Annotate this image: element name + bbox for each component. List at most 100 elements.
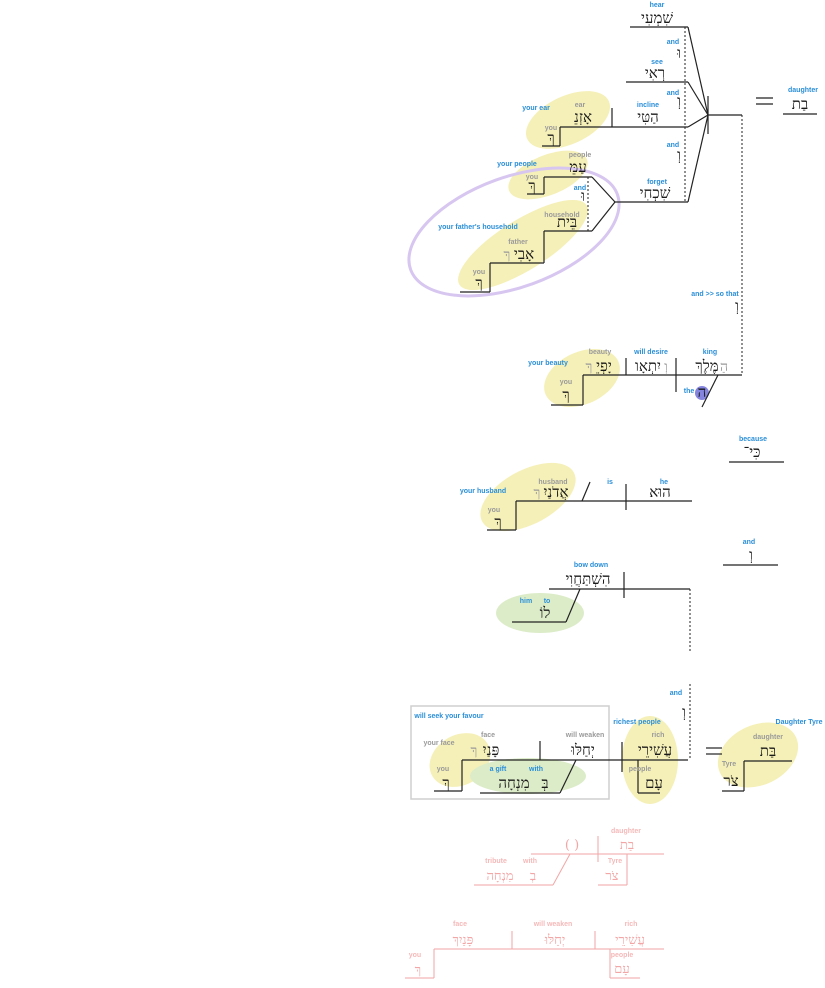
gloss-face: face [481, 732, 495, 739]
gloss-he: he [660, 479, 668, 486]
clause3-text: because כִּי־ he הוּא is husband אֲדֹנַי… [460, 436, 767, 531]
highlight-your-husband [480, 462, 576, 532]
faded1-gloss-tyre: Tyre [608, 858, 622, 865]
gloss-see: see [651, 59, 663, 66]
gloss-your-face: your face [423, 740, 454, 747]
faded1-gloss-with: with [522, 858, 537, 865]
faded1-gloss-tribute: tribute [485, 858, 507, 865]
gloss-with: with [528, 766, 543, 773]
faded1-text: ( ) daughter בַת Tyre צֹר tribute מִנְחָ… [485, 828, 641, 884]
word-and-5: וְ [749, 546, 753, 564]
clause1-text: hear שִׁמְעִי and וּ see רְאִי and וְ in… [522, 2, 818, 202]
word-and-3: וְ [677, 146, 681, 164]
clause2-text: and >> so that וְ king מֶּלֶךְ הַ the ה … [528, 291, 739, 404]
objects-lines [460, 176, 620, 293]
gloss-and-5: and [743, 539, 755, 546]
word-the: ה [698, 383, 707, 401]
faded2-text: face פָּנַיִךְ will weaken יְחַלּוּ rich… [409, 921, 645, 978]
word-to-him: לוֹ [540, 604, 551, 622]
word-incline: הַטִּי [637, 108, 659, 126]
gloss-will-desire: will desire [633, 349, 668, 356]
word-household: בֵּית [557, 213, 577, 231]
word-and-so-that: וְ [735, 297, 739, 315]
gloss-the: the [684, 388, 695, 395]
faded1-word-daughter: בַת [620, 838, 634, 853]
gloss-daughter-tyre: Daughter Tyre [776, 719, 823, 726]
gloss-and-1: and [667, 39, 679, 46]
word-and-6: וְ [682, 703, 686, 721]
gloss-daughter: daughter [788, 87, 818, 94]
gloss-you-1: you [545, 125, 557, 132]
clause1-lines [542, 26, 817, 375]
gloss-will-weaken: will weaken [565, 732, 605, 739]
word-father: אָבִי [514, 245, 534, 263]
word-tyre: צֹר [723, 772, 738, 790]
highlight-to-him [496, 593, 584, 633]
faded2-word-face: פָּנַיִךְ [453, 933, 474, 948]
word-with: בְּ [541, 774, 548, 792]
clause2-lines [551, 358, 742, 408]
gloss-hear: hear [650, 2, 665, 9]
word-ear: אָזְנֵ [574, 108, 592, 126]
highlight-daughter-tyre [717, 722, 799, 788]
gloss-household: household [544, 212, 579, 219]
clause5-text: and וְ will seek your favour will weaken… [413, 690, 822, 792]
faded-diagram-1 [474, 836, 664, 886]
gloss-king: king [703, 349, 717, 356]
gloss-and-4: and [574, 185, 586, 192]
word-hear: שִׁמְעִי [641, 9, 673, 27]
gloss-and-6: and [670, 690, 682, 697]
faded1-gloss-daughter: daughter [611, 828, 641, 835]
gloss-bow-down: bow down [574, 562, 608, 569]
gloss-richest-people: richest people [613, 719, 661, 726]
faded-diagram-2 [405, 931, 664, 979]
word-you-1: ךְ [547, 129, 554, 147]
word-father-suffix: ךְ [504, 247, 511, 263]
word-you-2: ךְ [528, 177, 535, 195]
faded2-gloss-people: people [611, 952, 634, 959]
gloss-husband: husband [538, 479, 567, 486]
gloss-tyre: Tyre [722, 761, 736, 768]
faded2-gloss-rich: rich [625, 921, 638, 928]
ellipse-objects [407, 166, 621, 298]
gloss-your-beauty: your beauty [528, 360, 568, 367]
gloss-you-6: you [437, 766, 449, 773]
word-will-desire-prefix: וְ [664, 359, 668, 375]
gloss-daughter-2: daughter [753, 734, 783, 741]
gloss-people: people [569, 152, 592, 159]
highlight-the-article [695, 386, 709, 400]
word-you-4: ךְ [562, 386, 569, 404]
gloss-father: father [508, 239, 528, 246]
word-daughter-2: בַּת [760, 742, 776, 760]
faded2-word-rich: עֲשִׁירֵי [615, 933, 645, 948]
word-beauty-suffix: ךְ [586, 359, 593, 375]
faded2-word-people: עָם [614, 962, 629, 977]
faded1-word-with: בְ [530, 869, 536, 884]
gloss-your-people: your people [497, 161, 537, 168]
gloss-your-husband: your husband [460, 488, 506, 495]
word-husband-suffix: ךְ [534, 485, 541, 501]
word-because: כִּי־ [743, 443, 760, 461]
word-and-1: וּ [676, 44, 681, 62]
faded2-gloss-you: you [409, 952, 421, 959]
word-bow-down: הִשְׁתַּחֲוִי [565, 570, 610, 588]
gloss-you-2: you [526, 174, 538, 181]
gloss-and-2: and [667, 90, 679, 97]
word-and-2: וְ [677, 92, 681, 110]
box-label-will-seek-your-favour: will seek your favour [413, 713, 484, 720]
gloss-incline: incline [637, 102, 659, 109]
word-people-2: עָם [645, 774, 663, 792]
gloss-forget: forget [647, 179, 668, 186]
gloss-you-3: you [473, 269, 485, 276]
gloss-and-3: and [667, 142, 679, 149]
gloss-you-4: you [560, 379, 572, 386]
gloss-your-ear: your ear [522, 105, 550, 112]
highlight-your-beauty [544, 348, 620, 408]
gloss-and-so-that: and >> so that [691, 291, 739, 298]
word-you-3: ךְ [475, 274, 482, 292]
word-king-prefix: הַ [720, 359, 728, 375]
word-you-5: ךְ [494, 513, 501, 531]
gloss-because: because [739, 436, 767, 443]
